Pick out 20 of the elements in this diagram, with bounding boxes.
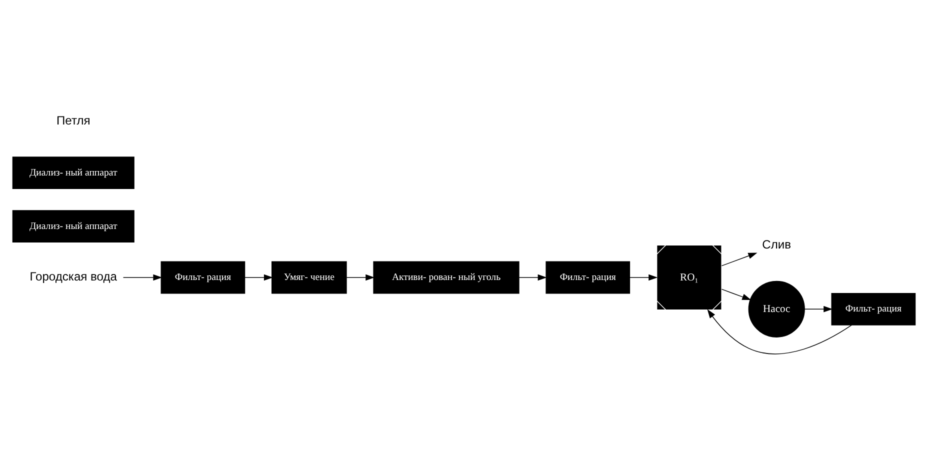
arrow: [707, 309, 852, 354]
arrow: [629, 274, 658, 281]
node-box: Фильт- рация: [831, 292, 916, 326]
node-text: Городская вода: [30, 269, 117, 284]
arrow: [804, 306, 833, 312]
node-box: Диализ- ный аппарат: [12, 156, 134, 189]
arrow: [122, 274, 162, 281]
arrow: [244, 274, 274, 281]
arrow: [346, 274, 375, 281]
node-box: Активи- рован- ный уголь: [373, 261, 520, 294]
arrow: [721, 252, 758, 266]
node-box: Фильт- рация: [546, 261, 630, 294]
arrow: [518, 274, 547, 281]
node-box: Умяг- чение: [272, 261, 347, 294]
node-box: Фильт- рация: [160, 261, 246, 294]
node-text: Слив: [762, 238, 792, 252]
label: Петля: [56, 113, 90, 128]
arrow: [721, 288, 752, 300]
node-box: Диализ- ный аппарат: [12, 210, 134, 242]
node-circle: Насос: [748, 280, 805, 338]
